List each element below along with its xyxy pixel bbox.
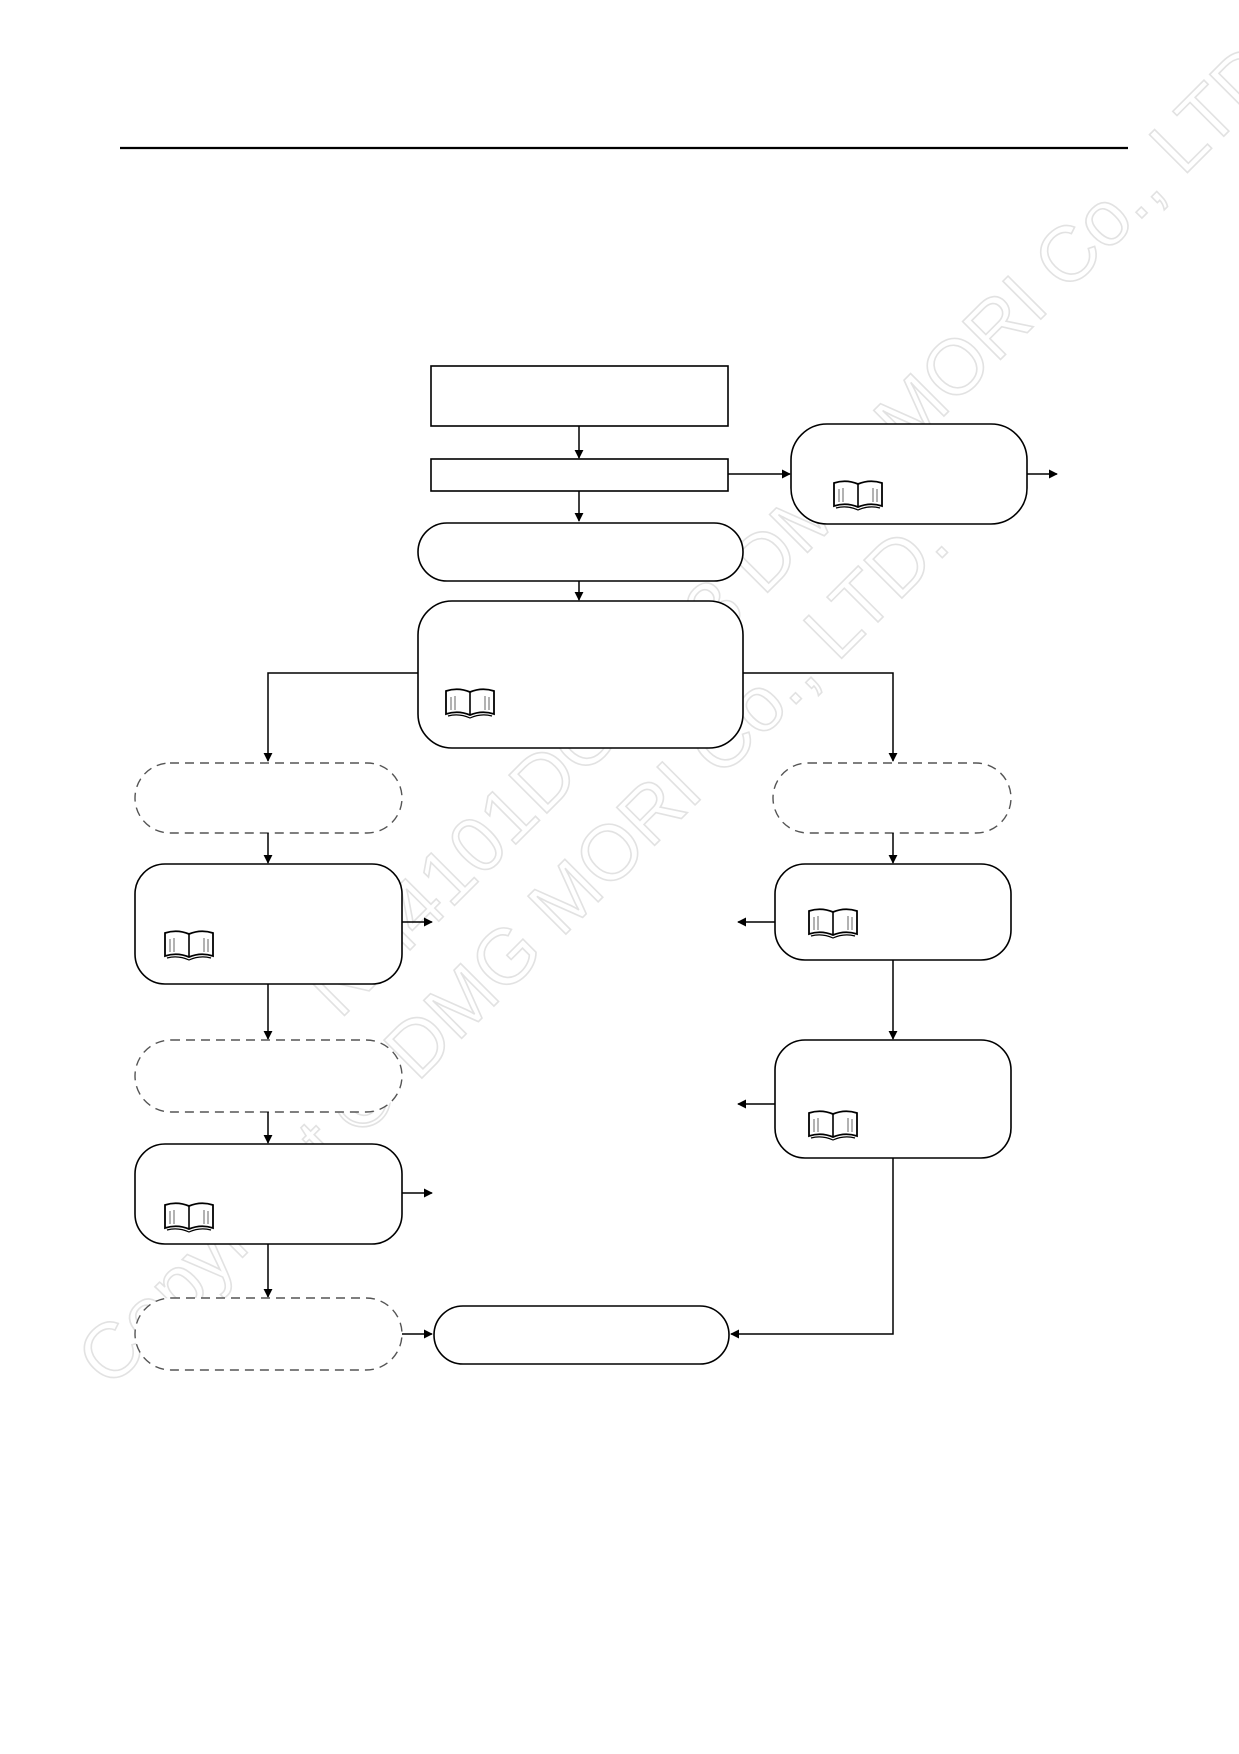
left-dashed-3-node bbox=[134, 1297, 403, 1371]
rounded-step-main-node bbox=[417, 600, 744, 749]
left-dashed-2-node bbox=[134, 1039, 403, 1113]
right-dashed-1-node bbox=[772, 762, 1012, 834]
right-rounded-2-node bbox=[774, 1039, 1012, 1159]
left-rounded-1-node bbox=[134, 863, 403, 985]
connector-main-to-right bbox=[743, 672, 898, 762]
bottom-center-node bbox=[433, 1305, 730, 1365]
left-dashed-1-node bbox=[134, 762, 403, 834]
connector-main-to-left bbox=[263, 672, 418, 762]
connector-right-r2-to-bottom bbox=[730, 1158, 894, 1339]
top-rect-node bbox=[430, 365, 729, 427]
second-rect-node bbox=[430, 458, 729, 492]
right-side-box-node bbox=[790, 423, 1028, 525]
rounded-step-1-node bbox=[417, 522, 744, 582]
